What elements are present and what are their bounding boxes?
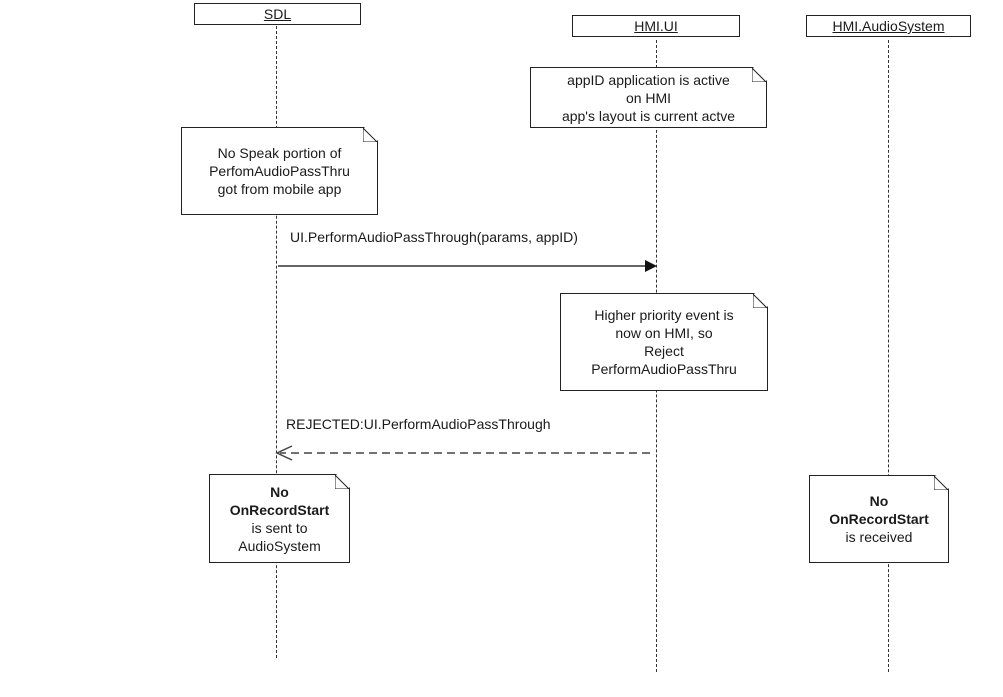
note-text: now on HMI, so xyxy=(615,325,713,341)
note-text: PerfomAudioPassThru xyxy=(209,163,350,179)
note-text: No Speak portion of xyxy=(217,145,342,161)
note-text: got from mobile app xyxy=(217,181,342,197)
note-text: is sent to xyxy=(251,519,308,536)
participant-hmi-audiosystem: HMI.AudioSystem xyxy=(806,15,971,37)
note-text: OnRecordStart xyxy=(229,501,330,518)
note-text: No xyxy=(270,483,289,500)
message-request-label: UI.PerformAudioPassThrough(params, appID… xyxy=(290,229,578,245)
note-text: OnRecordStart xyxy=(829,511,929,527)
note-text: PerformAudioPassThru xyxy=(591,361,737,377)
lifeline-sdl xyxy=(276,26,277,658)
note-higher-priority: Higher priority event is now on HMI, so … xyxy=(560,293,768,391)
note-no-record-start-sent: No OnRecordStart is sent to AudioSystem xyxy=(209,474,350,563)
note-text: No xyxy=(869,493,889,509)
note-text: appID application is active xyxy=(567,71,730,88)
lifeline-hmi-audiosystem xyxy=(888,40,889,672)
participant-hmi-ui: HMI.UI xyxy=(572,15,740,37)
note-text: Reject xyxy=(644,343,684,359)
note-app-active: appID application is active on HMI app's… xyxy=(530,67,767,128)
note-no-record-start-received: No OnRecordStart is received xyxy=(809,475,949,563)
note-text: app's layout is current actve xyxy=(561,107,736,124)
message-request-arrow xyxy=(278,260,657,272)
message-response-arrow xyxy=(275,445,650,461)
note-text: is received xyxy=(845,529,913,545)
participant-sdl: SDL xyxy=(194,3,361,25)
note-text: on HMI xyxy=(625,89,672,106)
note-text: AudioSystem xyxy=(238,537,321,554)
note-text: Higher priority event is xyxy=(594,307,734,323)
message-response-label: REJECTED:UI.PerformAudioPassThrough xyxy=(286,416,551,432)
note-no-speak: No Speak portion of PerfomAudioPassThru … xyxy=(181,127,378,215)
